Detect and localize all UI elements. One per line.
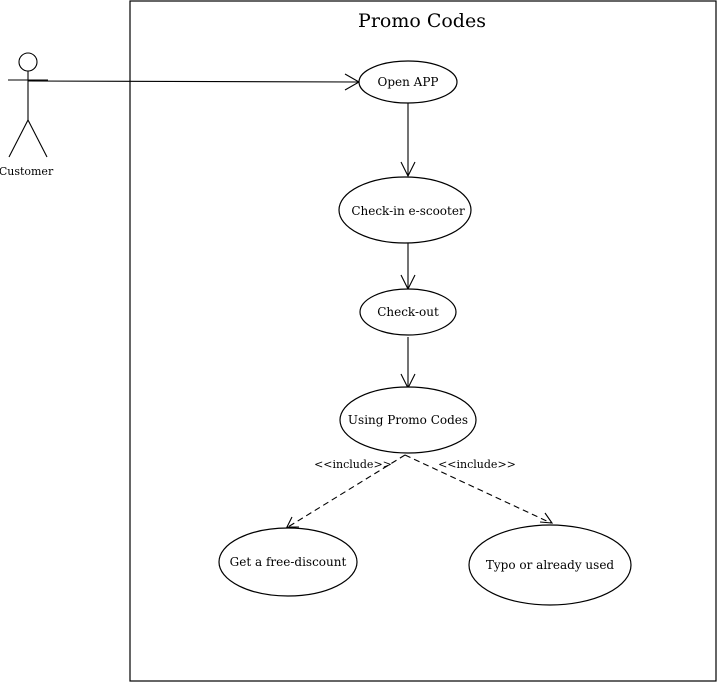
use-case-using-promo-codes-label: Using Promo Codes <box>348 413 468 427</box>
association-line <box>27 80 359 83</box>
use-case-free-discount-label: Get a free-discount <box>230 555 347 569</box>
include-line-right <box>404 454 552 524</box>
use-case-open-app: Open APP <box>358 60 458 104</box>
use-case-typo: Typo or already used <box>468 524 632 606</box>
system-title: Promo Codes <box>358 10 486 32</box>
use-case-typo-label: Typo or already used <box>486 558 615 572</box>
include-arrowhead-left <box>286 516 299 528</box>
include-label-left: <<include>> <box>314 458 392 471</box>
include-arrowhead-right <box>539 512 554 524</box>
include-label-right: <<include>> <box>438 458 516 471</box>
actor-head <box>18 52 38 72</box>
actor-label: Customer <box>0 165 54 178</box>
actor-left-leg <box>8 119 29 158</box>
actor-right-leg <box>27 119 48 158</box>
flow-arrowhead-1 <box>400 161 416 178</box>
use-case-open-app-label: Open APP <box>378 75 439 89</box>
use-case-free-discount: Get a free-discount <box>218 527 358 597</box>
use-case-using-promo-codes: Using Promo Codes <box>339 386 477 454</box>
include-line-left <box>287 454 406 528</box>
use-case-check-out: Check-out <box>359 288 457 336</box>
actor-customer: Customer <box>0 52 54 178</box>
use-case-check-in: Check-in e-scooter <box>338 176 472 244</box>
system-boundary <box>129 0 717 682</box>
use-case-check-in-label: Check-in e-scooter <box>351 204 465 218</box>
use-case-check-out-label: Check-out <box>377 305 439 319</box>
